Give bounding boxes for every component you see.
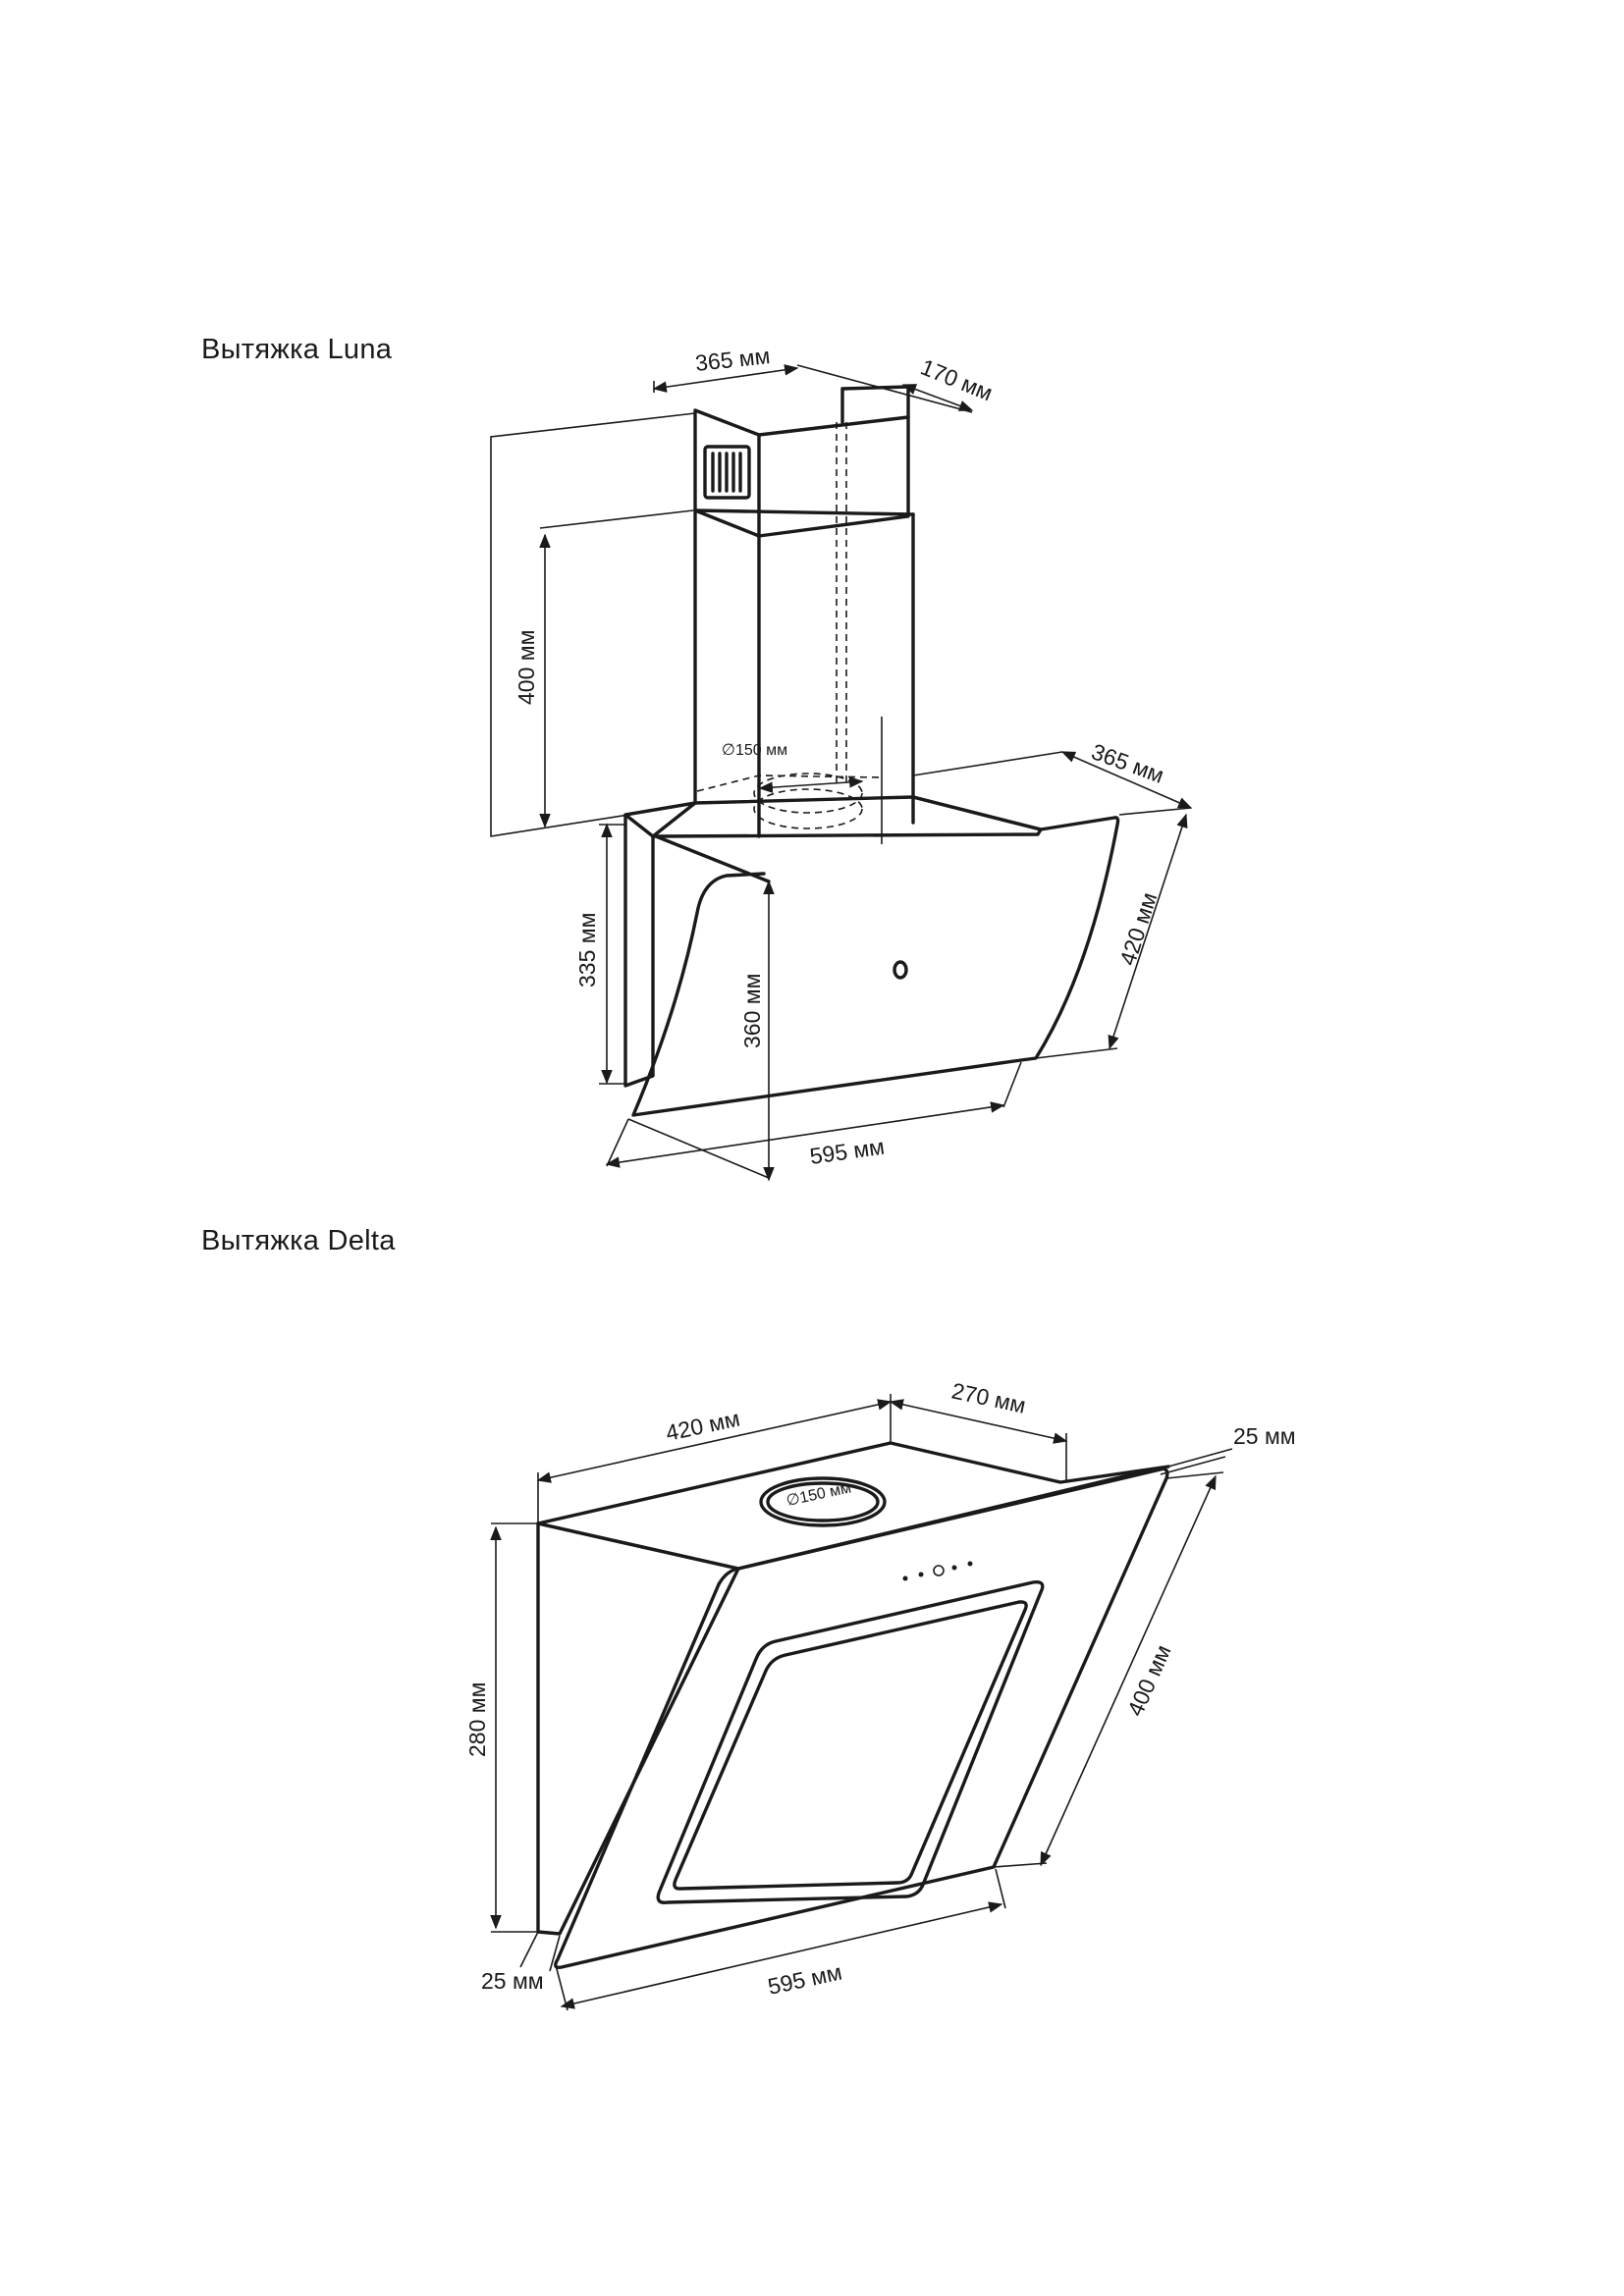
delta-control-buttons xyxy=(902,1561,973,1581)
delta-side-body xyxy=(536,1522,740,1936)
luna-duct-opening xyxy=(696,773,883,829)
delta-dim-top-width: 270 мм xyxy=(889,1377,1068,1482)
luna-top-width-label: 365 мм xyxy=(694,343,772,376)
delta-window-outer xyxy=(656,1580,1045,1904)
delta-height-label: 280 мм xyxy=(464,1682,490,1757)
luna-dim-top-width: 365 мм xyxy=(652,343,799,393)
luna-panel-height-label: 420 мм xyxy=(1114,889,1162,969)
luna-chimney xyxy=(693,385,915,844)
delta-panel-length-label: 400 мм xyxy=(1122,1641,1176,1720)
luna-drawing: 365 мм 170 мм 400 мм ∅150 мм 365 мм 420 … xyxy=(490,343,1193,1182)
delta-dim-panel-length: 400 мм xyxy=(993,1471,1224,1868)
luna-dim-body-height: 335 мм xyxy=(574,823,625,1085)
luna-dim-top-depth: 170 мм xyxy=(796,354,997,413)
delta-dim-width: 595 мм xyxy=(555,1868,1006,2011)
delta-dim-glass-offset-top: 25 мм xyxy=(1160,1423,1296,1475)
delta-top-face xyxy=(536,1441,1170,1571)
luna-duct-diameter-label: ∅150 мм xyxy=(722,742,787,759)
delta-top-width-label: 270 мм xyxy=(949,1377,1028,1417)
delta-glass-panel xyxy=(554,1467,1169,1970)
luna-dim-chimney-height: 400 мм xyxy=(514,509,694,828)
luna-top-depth-label: 170 мм xyxy=(917,354,997,406)
delta-glass-offset-top-label: 25 мм xyxy=(1233,1423,1296,1449)
delta-width-label: 595 мм xyxy=(766,1959,844,2000)
delta-dim-glass-offset-bottom: 25 мм xyxy=(481,1931,561,1994)
luna-vent-grille xyxy=(703,445,751,500)
delta-window-inner xyxy=(673,1600,1028,1891)
delta-top-depth-label: 420 мм xyxy=(664,1406,742,1446)
luna-dim-body-depth: 365 мм xyxy=(912,738,1193,816)
luna-dim-width: 595 мм xyxy=(605,1061,1022,1179)
luna-control-button xyxy=(893,960,908,980)
luna-width-label: 595 мм xyxy=(808,1134,886,1169)
delta-dim-height: 280 мм xyxy=(464,1522,538,1933)
luna-hood-body xyxy=(623,795,1120,1117)
luna-chimney-height-label: 400 мм xyxy=(514,630,539,705)
luna-body-height-label: 335 мм xyxy=(574,913,600,988)
luna-front-height-label: 360 мм xyxy=(739,974,765,1048)
delta-dim-top-depth: 420 мм xyxy=(536,1394,893,1523)
luna-wall xyxy=(490,412,696,837)
delta-glass-offset-bottom-label: 25 мм xyxy=(481,1968,544,1994)
delta-drawing: ∅150 мм 420 мм 270 мм xyxy=(464,1377,1296,2011)
delta-title: Вытяжка Delta xyxy=(201,1225,396,1256)
luna-dim-front-height: 360 мм xyxy=(739,880,775,1182)
luna-title: Вытяжка Luna xyxy=(201,334,393,365)
